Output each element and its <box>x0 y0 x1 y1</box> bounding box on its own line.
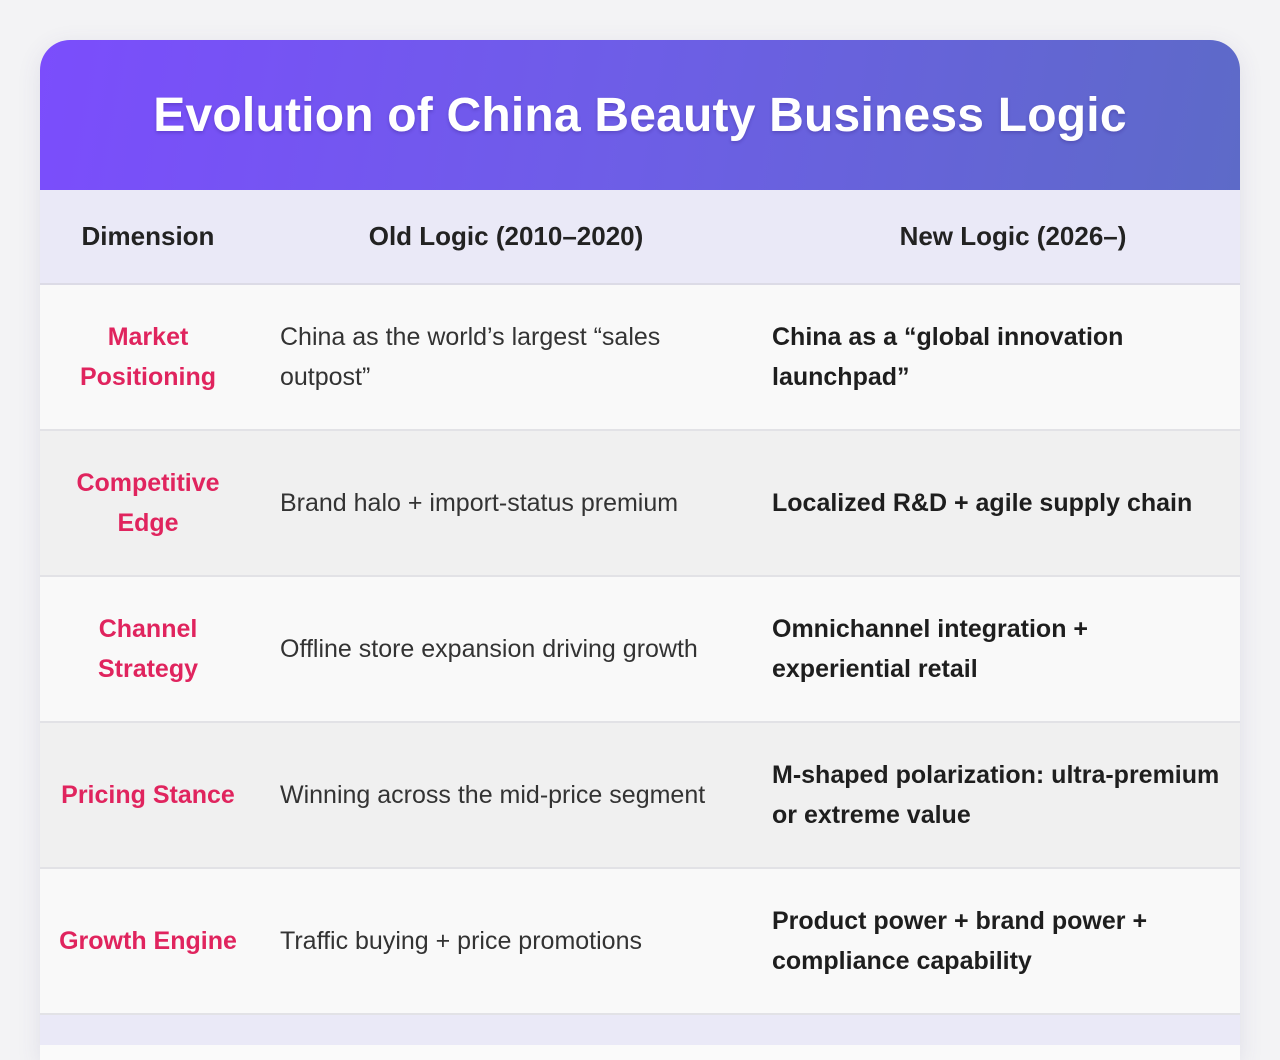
new-logic-cell: China as a “global innovation launchpad” <box>772 323 1124 391</box>
old-logic-cell: Winning across the mid-price segment <box>280 781 706 809</box>
dimension-cell: Competitive Edge <box>76 469 220 537</box>
comparison-table: Dimension Old Logic (2010–2020) New Logi… <box>40 190 1240 1015</box>
table-row: Competitive Edge Brand halo + import-sta… <box>40 430 1240 576</box>
new-logic-cell: M-shaped polarization: ultra-premium or … <box>772 761 1220 829</box>
column-header-new-logic: New Logic (2026–) <box>756 190 1240 285</box>
header-banner: Evolution of China Beauty Business Logic <box>40 40 1240 190</box>
table-footer-strip <box>40 1015 1240 1045</box>
new-logic-cell: Product power + brand power + compliance… <box>772 907 1148 975</box>
dimension-cell: Pricing Stance <box>61 781 235 809</box>
old-logic-cell: Offline store expansion driving growth <box>280 635 698 663</box>
table-row: Growth Engine Traffic buying + price pro… <box>40 868 1240 1014</box>
old-logic-cell: China as the world’s largest “sales outp… <box>280 323 661 391</box>
table-row: Market Positioning China as the world’s … <box>40 284 1240 430</box>
table-row: Channel Strategy Offline store expansion… <box>40 576 1240 722</box>
new-logic-cell: Omnichannel integration + experiential r… <box>772 615 1089 683</box>
table-row: Pricing Stance Winning across the mid-pr… <box>40 722 1240 868</box>
new-logic-cell: Localized R&D + agile supply chain <box>772 489 1193 517</box>
dimension-cell: Channel Strategy <box>97 615 199 683</box>
column-header-old-logic: Old Logic (2010–2020) <box>256 190 756 285</box>
table-header-row: Dimension Old Logic (2010–2020) New Logi… <box>40 190 1240 285</box>
old-logic-cell: Traffic buying + price promotions <box>280 927 642 955</box>
comparison-card: Evolution of China Beauty Business Logic… <box>40 40 1240 1060</box>
dimension-cell: Growth Engine <box>59 927 237 955</box>
page-title: Evolution of China Beauty Business Logic <box>153 88 1127 142</box>
column-header-dimension: Dimension <box>40 190 256 285</box>
dimension-cell: Market Positioning <box>79 323 217 391</box>
old-logic-cell: Brand halo + import-status premium <box>280 489 679 517</box>
